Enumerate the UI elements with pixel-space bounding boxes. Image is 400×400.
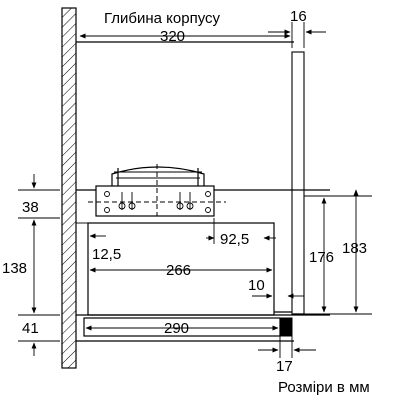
body-depth-value: 320: [160, 28, 185, 45]
bottom-height-value: 41: [22, 320, 39, 337]
mounting-holes: [104, 191, 211, 213]
left-gap-value: 12,5: [92, 246, 121, 263]
front-depth-value: 17: [276, 358, 293, 375]
inner-width-dimensions: [85, 218, 316, 358]
bottom-width-value: 290: [164, 320, 189, 337]
left-height-dimensions: [18, 174, 60, 356]
rail-gap-value: 10: [248, 277, 265, 294]
right-gap-value: 92,5: [220, 231, 249, 248]
inner-width-value: 266: [166, 262, 191, 279]
top-clearance-value: 16: [290, 8, 307, 25]
wall: [61, 7, 77, 369]
height-176-value: 176: [309, 249, 334, 266]
height-183-value: 183: [342, 240, 367, 257]
units-note: Розміри в мм: [278, 379, 370, 396]
body-depth-caption: Глибина корпусу: [104, 10, 221, 27]
right-height-dimensions: [304, 189, 372, 315]
front-height-value: 138: [2, 260, 27, 277]
hood-offset-value: 38: [22, 199, 39, 216]
depth-dimension: [79, 22, 326, 48]
fan-motor-unit: [88, 164, 226, 217]
